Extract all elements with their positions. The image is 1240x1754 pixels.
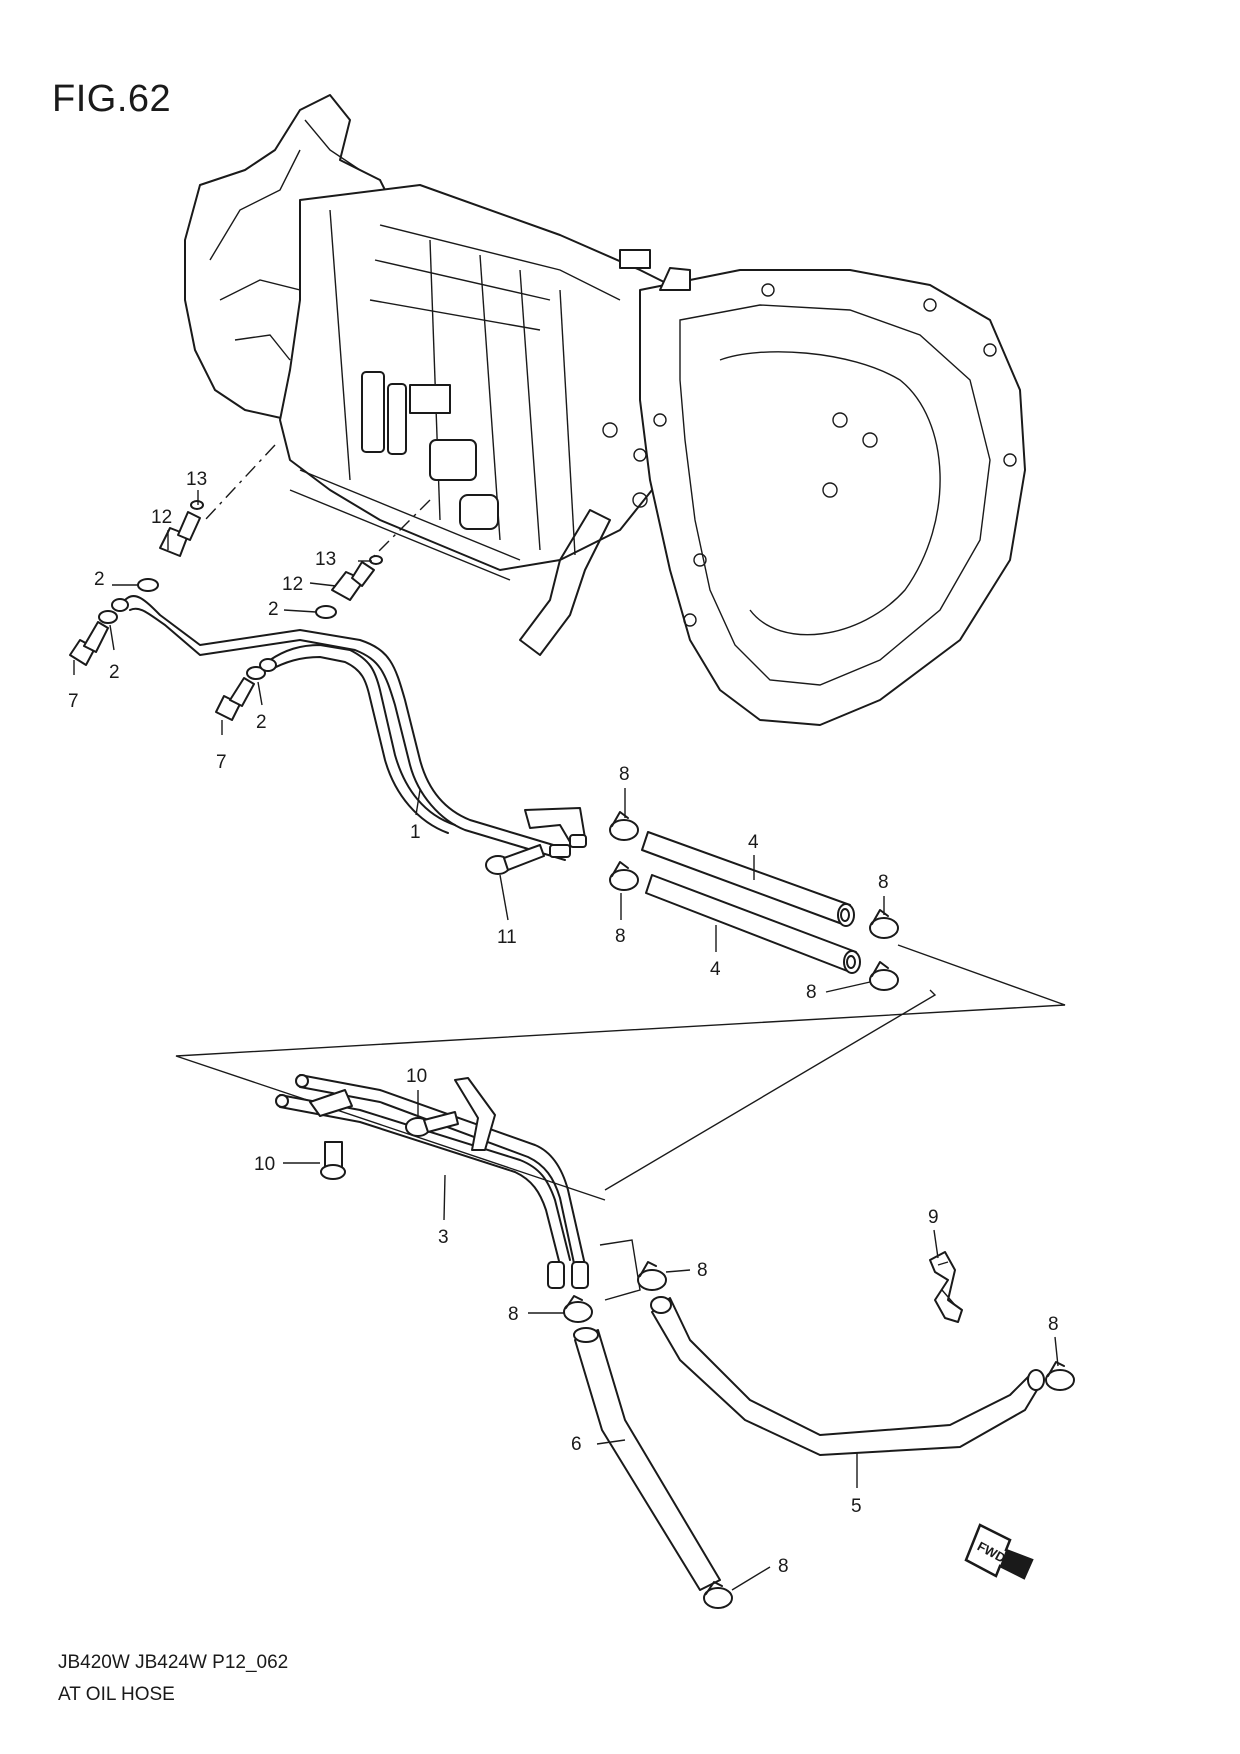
callout-8-b: 8 (878, 872, 889, 893)
callout-13-upper: 13 (186, 469, 207, 490)
callout-4-upper: 4 (748, 832, 759, 853)
callout-2-d: 2 (256, 712, 267, 733)
callout-8-c: 8 (615, 926, 626, 947)
callout-5: 5 (851, 1496, 862, 1517)
figure-code: JB420W JB424W P12_062 (58, 1652, 289, 1673)
callout-11: 11 (497, 927, 517, 948)
callout-7-a: 7 (68, 691, 79, 712)
union-bolt-7-b (215, 677, 255, 721)
hose-6 (573, 1327, 721, 1591)
bolt-10-a (405, 1111, 459, 1137)
callout-12-lower: 12 (282, 574, 303, 595)
pipe-bracket (454, 1077, 496, 1151)
break-line-upper (175, 944, 1066, 1201)
hose-4-lower (645, 874, 861, 974)
clamp-8-h (703, 1581, 733, 1609)
o-ring-13-upper (190, 500, 204, 510)
figure-title: FIG.62 (52, 78, 172, 120)
gasket-2-a (137, 578, 159, 592)
clamp-8-a (609, 811, 639, 841)
callout-numbers: 13 12 2 2 7 13 12 2 2 7 1 8 4 8 11 8 4 8… (68, 469, 1059, 1577)
callout-leaders (73, 490, 1059, 1591)
callout-12-upper: 12 (151, 507, 172, 528)
hose-clip-9 (929, 1251, 963, 1323)
callout-13-lower: 13 (315, 549, 336, 570)
forward-arrow-icon: FWD (964, 1523, 1034, 1580)
transmission-assembly (184, 94, 1026, 726)
hose-5 (650, 1296, 1045, 1456)
gasket-2-c (315, 605, 337, 619)
break-line-link (604, 989, 937, 1191)
clamp-8-b (869, 909, 899, 939)
callout-10-a: 10 (406, 1066, 427, 1087)
break-line-lower (599, 1239, 641, 1301)
union-bolt-7-a (69, 621, 109, 666)
callout-8-d: 8 (806, 982, 817, 1003)
clamp-8-e (637, 1261, 667, 1291)
clamp-8-f (563, 1295, 593, 1323)
figure-caption: AT OIL HOSE (58, 1684, 175, 1705)
union-fitting-12-lower (331, 561, 375, 601)
callout-8-h: 8 (778, 1556, 789, 1577)
clamp-8-d (869, 961, 899, 991)
callout-8-g: 8 (1048, 1314, 1059, 1335)
callout-1: 1 (410, 822, 421, 843)
union-fitting-12-upper (159, 511, 201, 557)
callout-6: 6 (571, 1434, 582, 1455)
gasket-2-d (246, 666, 266, 680)
bolt-10-b (320, 1141, 346, 1180)
o-ring-13-lower (369, 555, 383, 565)
hose-4-upper (641, 831, 855, 927)
callout-9: 9 (928, 1207, 939, 1228)
callout-8-a: 8 (619, 764, 630, 785)
oil-pipe-3 (275, 1074, 589, 1289)
oil-pipe-1 (111, 595, 587, 861)
clamp-8-c (609, 861, 639, 891)
callout-2-b: 2 (109, 662, 120, 683)
callout-2-c: 2 (268, 599, 279, 620)
bolt-11 (485, 844, 545, 875)
callout-7-b: 7 (216, 752, 227, 773)
callout-8-e: 8 (697, 1260, 708, 1281)
centre-line-lower (369, 499, 431, 561)
gasket-2-b (98, 610, 118, 624)
callout-10-b: 10 (254, 1154, 275, 1175)
callout-4-lower: 4 (710, 959, 721, 980)
callout-3: 3 (438, 1227, 449, 1248)
callout-2-a: 2 (94, 569, 105, 590)
callout-8-f: 8 (508, 1304, 519, 1325)
clamp-8-g (1045, 1361, 1075, 1391)
centre-line-upper (204, 444, 276, 521)
